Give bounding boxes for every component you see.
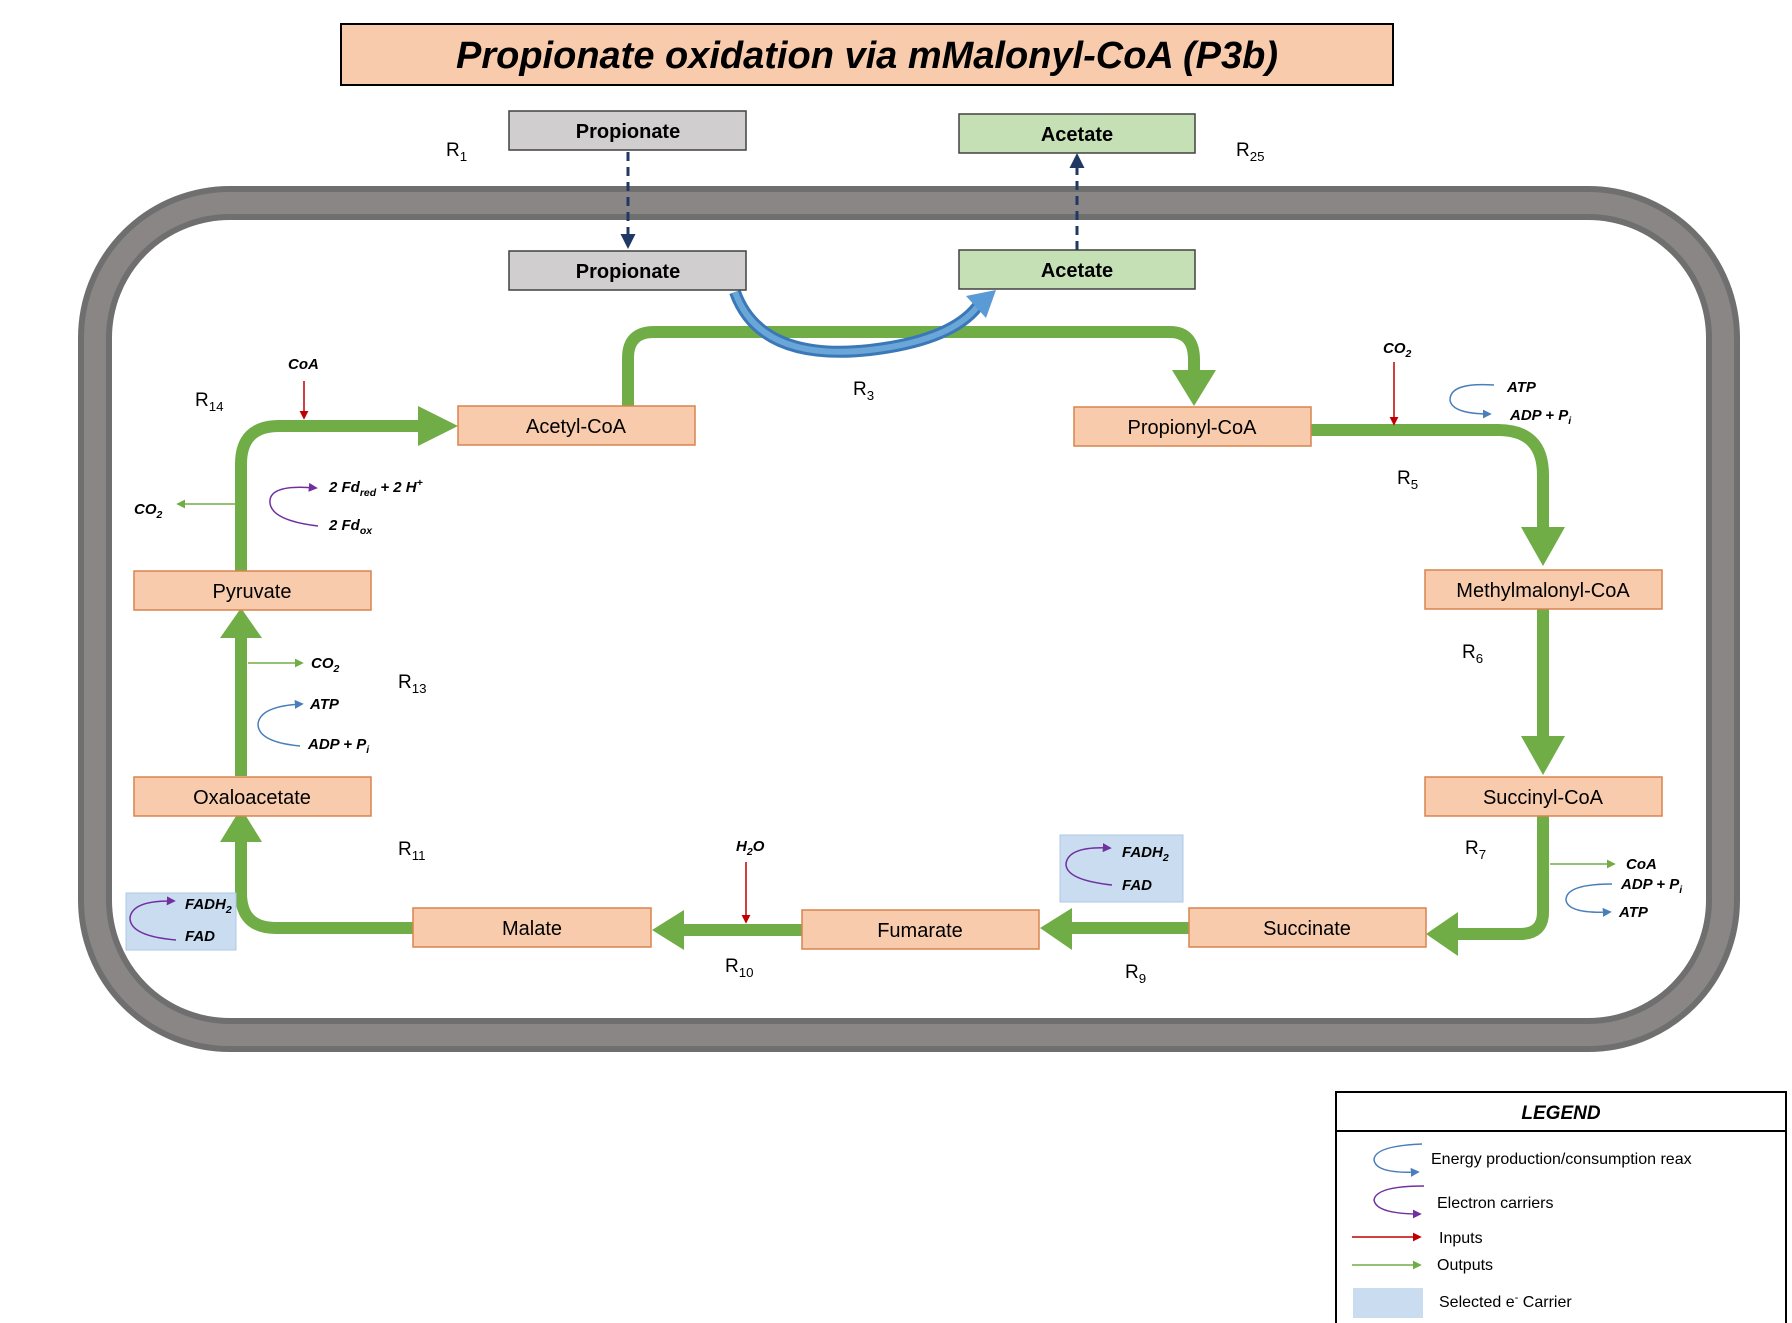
legend-item-energy: Energy production/consumption reax (1373, 1143, 1692, 1177)
internal-acetate-box: Acetate (958, 249, 1196, 290)
r14-co2-label: CO2 (134, 501, 163, 521)
r7-atp-label: ATP (1618, 904, 1649, 921)
diagram-title: Propionate oxidation via mMalonyl-CoA (P… (456, 35, 1278, 77)
cell-wall (78, 186, 1740, 1052)
r5-energy-arrow (1449, 383, 1495, 419)
r14-fd-red-label: 2 Fdred + 2 H+ (328, 477, 423, 499)
legend-item-carrier-label: Selected e- Carrier (1439, 1292, 1572, 1311)
r14-electron-carrier-arrow (269, 482, 319, 527)
reaction-label-r14: R14 (195, 390, 224, 414)
legend-item-energy-label: Energy production/consumption reax (1431, 1151, 1692, 1168)
r14-cofactors: CoA CO2 2 Fdred + 2 H+ 2 Fdox (134, 356, 423, 537)
r5-atp-label: ATP (1506, 379, 1537, 396)
r5-cofactors: CO2 ATP ADP + Pi (1383, 340, 1572, 427)
oxaloacetate-label: Oxaloacetate (193, 787, 311, 809)
pathway-arrowheads (220, 370, 1565, 956)
malate-label: Malate (502, 918, 562, 940)
r11-fad-label: FAD (185, 928, 215, 945)
internal-acetate-label: Acetate (1041, 260, 1113, 282)
legend-item-outputs-label: Outputs (1437, 1257, 1493, 1274)
pathway-arrows (235, 326, 1549, 940)
succinate-box: Succinate (1188, 907, 1427, 948)
r13-atp-label: ATP (309, 696, 340, 713)
reaction-label-r1: R1 (446, 140, 467, 164)
succinate-label: Succinate (1263, 918, 1351, 940)
r11-cofactors: FADH2 FAD (129, 896, 232, 945)
legend: LEGEND Energy production/consumption rea… (1335, 1091, 1787, 1323)
legend-item-electron: Electron carriers (1373, 1185, 1553, 1219)
acetyl-coa-label: Acetyl-CoA (526, 416, 627, 438)
reaction-label-r5: R5 (1397, 468, 1418, 492)
reaction-labels: R1 R25 R3 R5 R6 R7 R9 R10 R11 R13 R14 (195, 140, 1486, 986)
reaction-label-r13: R13 (398, 672, 427, 696)
methylmalonyl-coa-box: Methylmalonyl-CoA (1424, 569, 1663, 610)
r5-co2-label: CO2 (1383, 340, 1412, 360)
legend-item-inputs: Inputs (1352, 1230, 1483, 1247)
reaction-label-r25: R25 (1236, 140, 1265, 164)
r7-coa-label: CoA (1626, 856, 1657, 873)
r14-coa-label: CoA (288, 356, 319, 373)
malate-box: Malate (412, 907, 652, 948)
r7-cofactors: CoA ADP + Pi ATP (1550, 856, 1683, 921)
reaction-label-r11: R11 (398, 839, 426, 863)
oxaloacetate-box: Oxaloacetate (133, 776, 372, 817)
legend-item-inputs-label: Inputs (1439, 1230, 1483, 1247)
r9-fad-label: FAD (1122, 877, 1152, 894)
acetyl-coa-box: Acetyl-CoA (457, 405, 696, 446)
fumarate-carrier-highlight (1059, 834, 1184, 903)
propionyl-coa-label: Propionyl-CoA (1128, 417, 1258, 439)
electron-cycle-arrow-icon (1373, 1185, 1425, 1219)
r7-energy-arrow (1565, 883, 1613, 917)
reaction-label-r7: R7 (1465, 838, 1486, 862)
internal-propionate-box: Propionate (508, 250, 747, 291)
r13-co2-label: CO2 (311, 655, 340, 675)
r14-fd-ox-label: 2 Fdox (328, 517, 373, 537)
propionyl-coa-box: Propionyl-CoA (1073, 406, 1312, 447)
r3-transfer-arrow (729, 289, 996, 358)
r10-h2o-label: H2O (736, 838, 765, 858)
title-box: Propionate oxidation via mMalonyl-CoA (P… (340, 23, 1394, 86)
reaction-label-r3: R3 (853, 379, 874, 403)
fumarate-box: Fumarate (801, 909, 1040, 950)
reaction-label-r9: R9 (1125, 962, 1146, 986)
r11-electron-carrier-arrow (129, 896, 177, 941)
legend-title: LEGEND (1521, 1103, 1600, 1124)
legend-item-carrier: Selected e- Carrier (1353, 1288, 1572, 1318)
r5-adp-label: ADP + Pi (1509, 407, 1572, 427)
external-propionate-label: Propionate (576, 121, 680, 143)
legend-item-outputs: Outputs (1352, 1257, 1493, 1274)
r11-fadh2-label: FADH2 (185, 896, 232, 916)
r9-cofactors: FADH2 FAD (1065, 843, 1169, 894)
r9-electron-carrier-arrow (1065, 843, 1113, 886)
r13-cofactors: CO2 ATP ADP + Pi (248, 655, 370, 756)
methylmalonyl-coa-label: Methylmalonyl-CoA (1456, 580, 1630, 602)
r7-adp-label: ADP + Pi (1620, 876, 1683, 896)
energy-cycle-arrow-icon (1373, 1143, 1423, 1177)
external-propionate-box: Propionate (508, 110, 747, 151)
pyruvate-box: Pyruvate (133, 570, 372, 611)
r13-energy-arrow (257, 699, 304, 747)
pyruvate-label: Pyruvate (213, 581, 292, 603)
r10-cofactors: H2O (736, 838, 765, 924)
external-acetate-label: Acetate (1041, 124, 1113, 146)
r13-adp-label: ADP + Pi (307, 736, 370, 756)
r9-fadh2-label: FADH2 (1122, 844, 1169, 864)
succinyl-coa-box: Succinyl-CoA (1424, 776, 1663, 817)
fumarate-label: Fumarate (877, 920, 963, 942)
succinyl-coa-label: Succinyl-CoA (1483, 787, 1604, 809)
internal-propionate-label: Propionate (576, 261, 680, 283)
blue-swatch-icon (1353, 1288, 1423, 1318)
reaction-label-r10: R10 (725, 956, 754, 980)
malate-carrier-highlight (125, 892, 237, 951)
external-acetate-box: Acetate (958, 113, 1196, 154)
reaction-label-r6: R6 (1462, 642, 1483, 666)
legend-item-electron-label: Electron carriers (1437, 1195, 1553, 1212)
